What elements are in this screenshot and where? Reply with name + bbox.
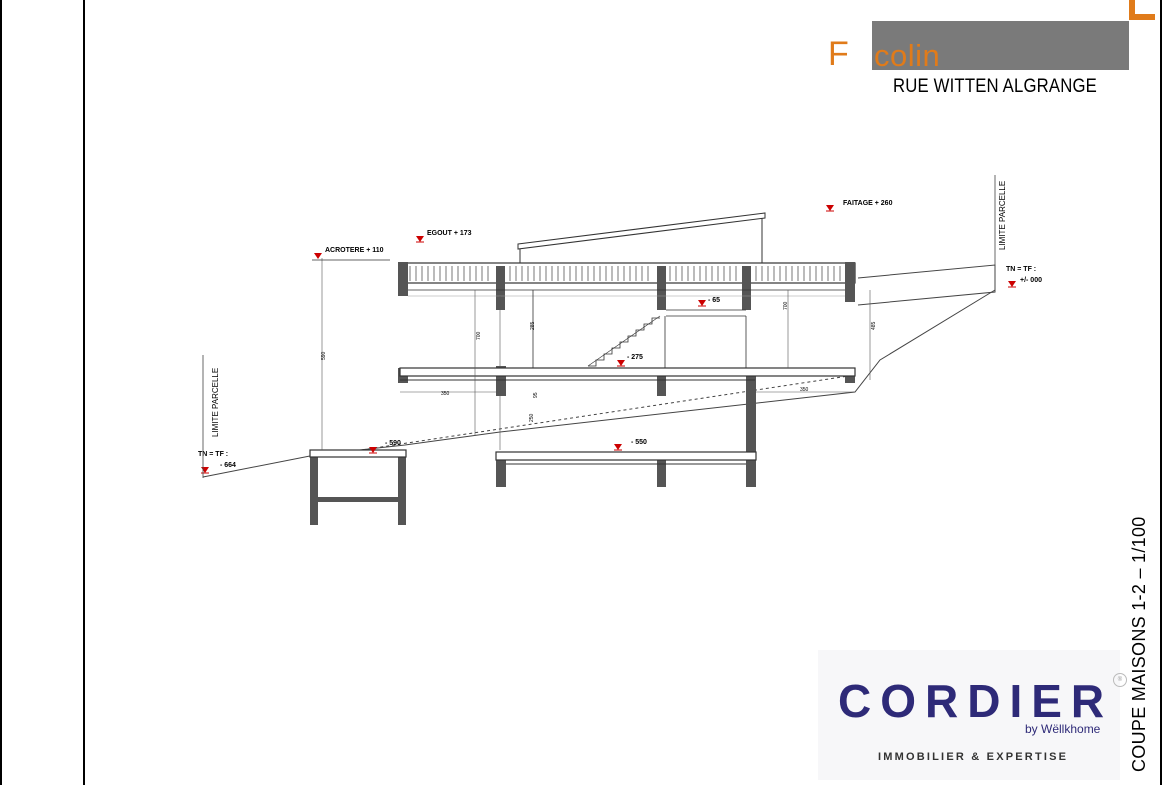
dim-95: 95	[533, 392, 539, 398]
corner-mark-icon	[1129, 0, 1155, 20]
drawing-title: COUPE MAISONS 1-2 – 1/100	[1129, 516, 1149, 772]
walls	[310, 262, 855, 525]
dim-700-right: 700	[783, 301, 789, 310]
level-marker-550: - 550	[614, 439, 647, 451]
level-marker-faitage: FAITAGE + 260	[826, 200, 893, 212]
staircase	[588, 317, 660, 367]
level-marker-tn-right: TN = TF : +/- 000	[1006, 266, 1042, 288]
dim-250: 250	[529, 413, 535, 422]
level-marker-tn-left: TN = TF : - 664	[198, 451, 236, 474]
dimension-lines	[321, 258, 871, 450]
company-subtitle: IMMOBILIER & EXPERTISE	[878, 751, 1069, 763]
brand-initial: F	[828, 35, 849, 73]
level-65-label: - 65	[708, 297, 720, 304]
skylight-roof	[517, 212, 766, 250]
right-frame-line	[1160, 0, 1162, 785]
dim-485: 485	[871, 321, 877, 330]
inner-frame-line	[83, 0, 85, 785]
project-address: RUE WITTEN ALGRANGE	[893, 76, 1098, 97]
dim-700-left: 700	[476, 331, 482, 340]
company-tagline: by Wëllkhome	[1025, 722, 1101, 736]
limite-parcelle-right: LIMITE PARCELLE	[998, 181, 1007, 250]
dim-350-left: 350	[441, 391, 450, 397]
tn-right-value: +/- 000	[1020, 277, 1042, 284]
right-terrain-line	[857, 264, 996, 306]
tn-right-label: TN = TF :	[1006, 266, 1036, 273]
dim-590: 590	[321, 351, 327, 360]
tn-left-value: - 664	[220, 462, 236, 469]
limite-parcelle-left: LIMITE PARCELLE	[211, 368, 220, 437]
dim-350-right: 350	[800, 387, 809, 393]
title-box	[872, 21, 1129, 70]
level-acrotere-label: ACROTERE + 110	[325, 247, 384, 254]
terrain-dashed-line	[314, 374, 856, 458]
level-marker-590: - 590	[369, 440, 401, 454]
dim-285: 285	[530, 321, 536, 330]
level-590-label: - 590	[385, 440, 401, 447]
level-marker-275: - 275	[617, 354, 643, 367]
ground-floor-slab	[399, 367, 856, 377]
level-275-label: - 275	[627, 354, 643, 361]
left-frame-line	[0, 0, 2, 785]
level-faitage-label: FAITAGE + 260	[843, 200, 893, 207]
level-marker-egout: EGOUT + 173	[416, 230, 472, 243]
roof-hatching	[409, 266, 841, 281]
level-egout-label: EGOUT + 173	[427, 230, 472, 237]
level-marker-65: - 65	[698, 297, 720, 307]
staircase-rail	[587, 315, 661, 367]
level-marker-acrotere: ACROTERE + 110	[312, 247, 390, 261]
tn-left-label: TN = TF :	[198, 451, 228, 458]
annex-slab	[309, 449, 407, 458]
trademark-icon: ®	[1113, 673, 1127, 687]
basement-slab	[495, 451, 757, 461]
roof-slab	[399, 262, 856, 284]
annex-slab-lower	[310, 497, 406, 502]
level-550-label: - 550	[631, 439, 647, 446]
company-logo: CORDIER	[838, 675, 1114, 727]
logo-panel	[818, 650, 1120, 780]
brand-name: colin	[874, 38, 941, 73]
